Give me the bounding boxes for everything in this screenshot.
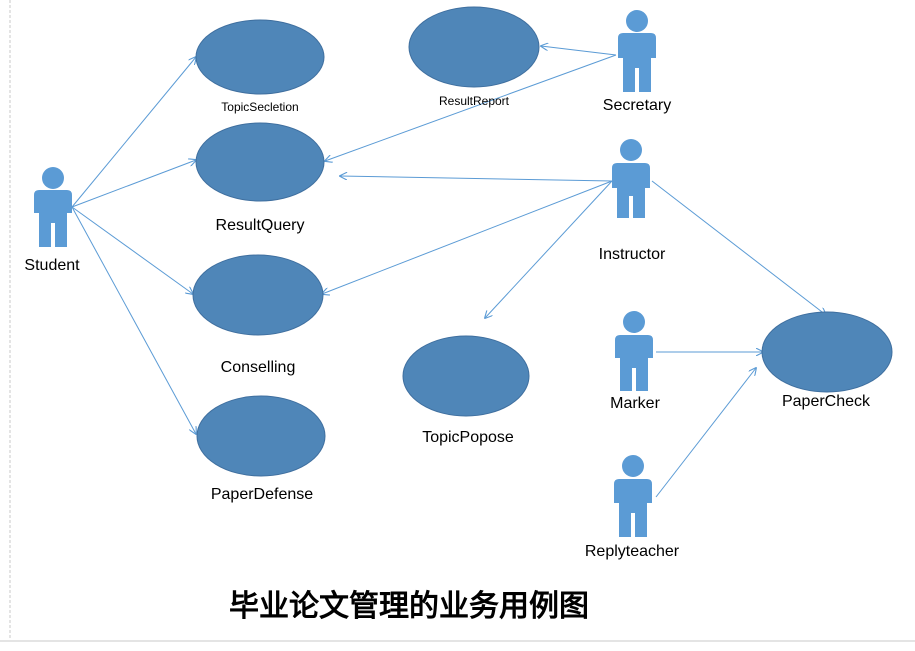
actor-marker-icon [615, 311, 653, 391]
edges [71, 46, 826, 498]
edge-instructor-paper-check [651, 180, 826, 315]
usecase-result-report[interactable]: ResultReport [408, 6, 540, 108]
edge-student-topic-selection [71, 57, 196, 208]
actor-replyteacher[interactable]: Replyteacher [585, 455, 680, 560]
usecase-topic-selection[interactable]: TopicSecletion [195, 19, 325, 114]
edge-instructor-result-query [340, 176, 613, 182]
actor-replyteacher-icon [614, 455, 652, 537]
usecase-paper-defense[interactable]: PaperDefense [196, 395, 326, 503]
usecase-topic-selection-label: TopicSecletion [221, 100, 298, 114]
actor-secretary-icon [618, 10, 656, 92]
edge-secretary-result-query [325, 54, 617, 161]
edge-student-conselling [71, 206, 193, 294]
usecase-result-query[interactable]: ResultQuery [195, 122, 325, 234]
usecase-topic-propose[interactable]: TopicPopose [402, 335, 530, 446]
actor-marker[interactable]: Marker [610, 311, 661, 412]
usecase-result-query-label: ResultQuery [216, 217, 305, 234]
actor-student-icon [34, 167, 72, 247]
usecase-conselling-label: Conselling [221, 359, 296, 376]
usecase-paper-check-label: PaperCheck [782, 393, 871, 410]
actor-secretary-label: Secretary [603, 97, 671, 114]
diagram-title: 毕业论文管理的业务用例图 [229, 589, 589, 623]
usecase-result-report-label: ResultReport [439, 94, 510, 108]
actor-marker-label: Marker [610, 395, 660, 412]
actor-instructor-label: Instructor [599, 246, 666, 263]
edge-replyteacher-paper-check [655, 368, 756, 498]
actor-student-label: Student [24, 257, 80, 274]
usecase-paper-defense-label: PaperDefense [211, 486, 313, 503]
edge-secretary-result-report [541, 46, 617, 56]
edge-student-result-query [71, 160, 196, 208]
actor-secretary[interactable]: Secretary [603, 10, 671, 114]
actor-instructor[interactable]: Instructor [599, 139, 666, 263]
edge-student-paper-defense [71, 206, 196, 434]
actor-instructor-icon [612, 139, 650, 218]
usecase-conselling[interactable]: Conselling [192, 254, 324, 376]
edge-instructor-topic-propose [485, 180, 613, 318]
actor-replyteacher-label: Replyteacher [585, 543, 680, 560]
usecase-topic-propose-label: TopicPopose [422, 429, 514, 446]
usecase-paper-check[interactable]: PaperCheck [761, 311, 893, 410]
edge-instructor-conselling [322, 180, 613, 294]
actor-student[interactable]: Student [24, 167, 80, 274]
